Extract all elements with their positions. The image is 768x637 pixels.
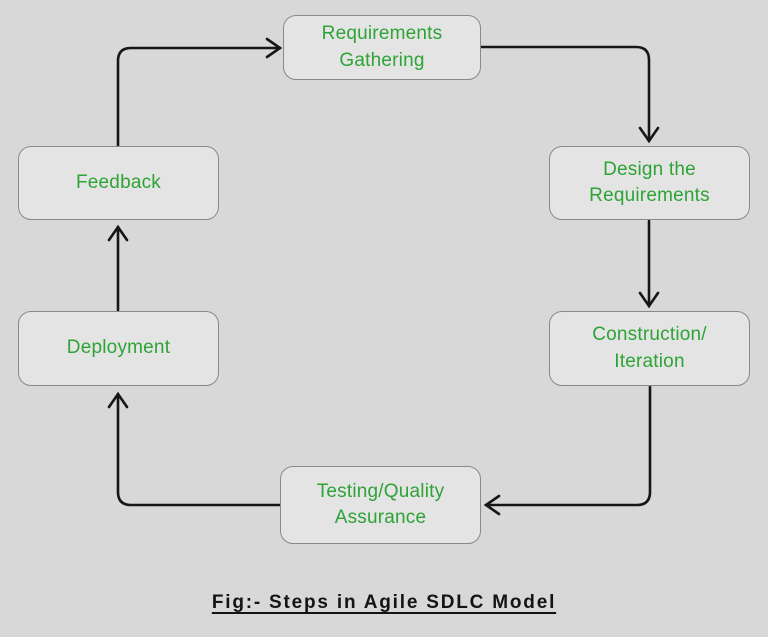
- arrow-testing-to-deployment: [107, 391, 283, 507]
- figure-caption: Fig:- Steps in Agile SDLC Model: [211, 592, 557, 613]
- node-testing-quality-assurance: Testing/Quality Assurance: [280, 466, 481, 544]
- arrow-requirements-to-design: [479, 45, 660, 144]
- node-feedback: Feedback: [18, 146, 219, 220]
- arrow-construction-to-testing: [483, 385, 652, 516]
- node-deployment: Deployment: [18, 311, 219, 386]
- node-requirements-gathering: Requirements Gathering: [283, 15, 481, 80]
- node-construction-iteration: Construction/ Iteration: [549, 311, 750, 386]
- figure-caption-row: Fig:- Steps in Agile SDLC Model: [0, 592, 768, 614]
- node-design-the-requirements: Design the Requirements: [549, 146, 750, 220]
- arrow-feedback-to-requirements: [116, 37, 283, 148]
